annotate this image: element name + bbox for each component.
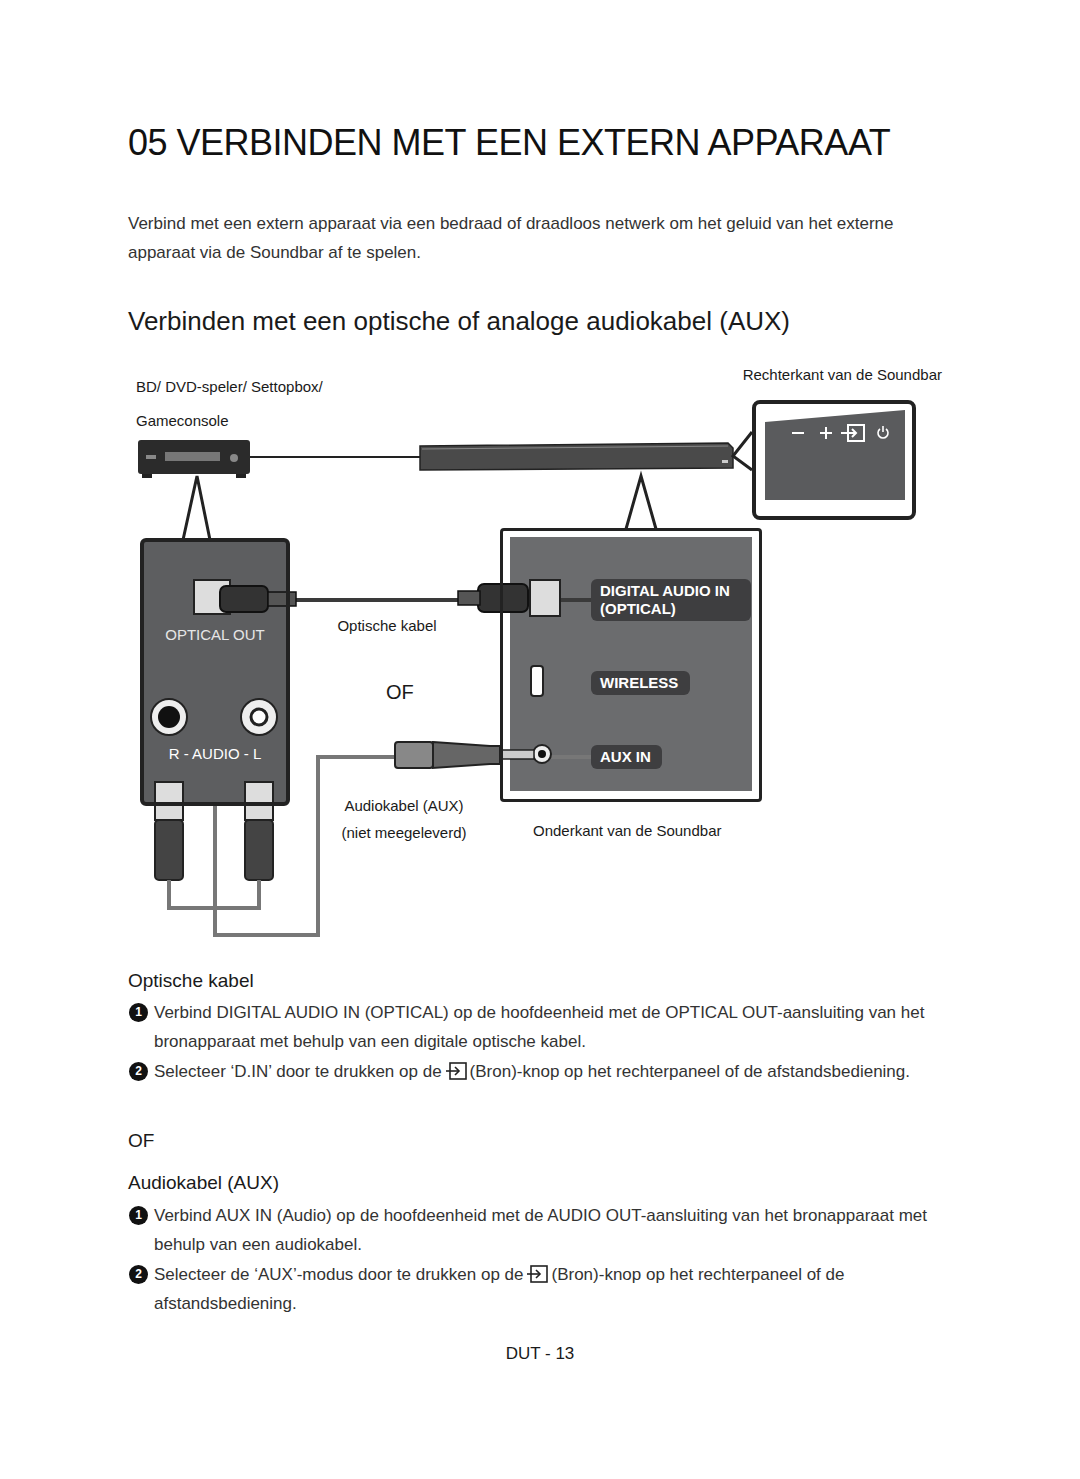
text: Optische kabel bbox=[128, 970, 254, 991]
aux-plug bbox=[433, 742, 500, 768]
text: BD/ DVD-speler/ Settopbox/ Gameconsole bbox=[136, 378, 323, 429]
link-line bbox=[250, 456, 420, 458]
device-label: BD/ DVD-speler/ Settopbox/ Gameconsole bbox=[136, 370, 356, 438]
rca-jack bbox=[241, 699, 277, 735]
minus-button bbox=[792, 432, 804, 434]
disc-tray bbox=[165, 452, 220, 461]
port-name: AUX IN bbox=[600, 748, 653, 766]
cable-label: Optische kabel bbox=[322, 614, 452, 638]
text: Verbind DIGITAL AUDIO IN (OPTICAL) op de… bbox=[154, 1003, 924, 1051]
panel-box: Onderkant van de SoundbarDIGITAL AUDIO I… bbox=[500, 528, 762, 802]
text: DUT - 13 bbox=[506, 1344, 575, 1363]
panel-label: Onderkant van de Soundbar bbox=[533, 822, 721, 839]
step-text: Verbind DIGITAL AUDIO IN (OPTICAL) op de… bbox=[154, 998, 954, 1056]
optical-plug bbox=[478, 584, 528, 612]
optical-plug bbox=[220, 586, 268, 612]
text: (Bron)-knop op het rechterpaneel of de a… bbox=[470, 1062, 910, 1081]
aux-jack bbox=[538, 750, 546, 758]
source-icon bbox=[523, 1265, 551, 1284]
rca-jack bbox=[151, 699, 187, 735]
rca-plug bbox=[155, 782, 183, 820]
or-label: OF bbox=[128, 1128, 188, 1154]
text: Verbind AUX IN (Audio) op de hoofdeenhei… bbox=[154, 1206, 927, 1254]
soundbar bbox=[420, 443, 733, 470]
cable-connector bbox=[215, 757, 591, 935]
port-label: WIRELESS bbox=[591, 671, 690, 695]
device-knob bbox=[230, 454, 238, 462]
or-label: OF bbox=[386, 680, 416, 704]
optical-plug bbox=[268, 592, 296, 606]
panel-label: Rechterkant van de Soundbar bbox=[743, 366, 942, 383]
step-text: Selecteer de ‘AUX’-modus door te drukken… bbox=[154, 1260, 954, 1318]
step-text: Verbind AUX IN (Audio) op de hoofdeenhei… bbox=[154, 1201, 954, 1259]
source-icon bbox=[526, 1265, 548, 1283]
intro-text: Verbind met een extern apparaat via een … bbox=[128, 209, 958, 267]
text: Selecteer ‘D.IN’ door te drukken op de bbox=[154, 1062, 442, 1081]
port-name: DIGITAL AUDIO IN (OPTICAL) bbox=[600, 582, 740, 618]
text: Verbind met een extern apparaat via een … bbox=[128, 214, 894, 262]
rca-plug bbox=[155, 820, 183, 880]
panel-fill bbox=[510, 537, 752, 791]
callout-pointer bbox=[733, 432, 752, 470]
panel-box: R - AUDIO - L OPTICAL OUT bbox=[140, 538, 290, 806]
panel-fill bbox=[765, 410, 905, 500]
callout-number: 1 bbox=[129, 1206, 148, 1225]
text: Selecteer de ‘AUX’-modus door te drukken… bbox=[154, 1265, 523, 1284]
port-label: AUX IN bbox=[591, 745, 662, 769]
aux-plug bbox=[395, 742, 433, 768]
source-button bbox=[852, 429, 856, 437]
callout-pointer bbox=[183, 476, 210, 540]
rca-plug bbox=[245, 782, 273, 820]
panel-label: OPTICAL OUT bbox=[144, 626, 286, 643]
rca-jack bbox=[158, 706, 180, 728]
source-icon bbox=[445, 1062, 467, 1080]
callout-number: 1 bbox=[129, 1003, 148, 1022]
port-name: WIRELESS bbox=[600, 674, 681, 692]
page-number: DUT - 13 bbox=[490, 1342, 590, 1366]
rca-plug bbox=[245, 820, 273, 880]
optical-port bbox=[530, 580, 560, 616]
device-button bbox=[146, 455, 156, 459]
cable bbox=[169, 880, 259, 908]
power-button bbox=[882, 426, 884, 432]
panel-box: Rechterkant van de Soundbar bbox=[752, 400, 916, 520]
text: OF bbox=[386, 681, 414, 703]
source-button bbox=[841, 432, 856, 434]
player-device bbox=[138, 440, 250, 474]
callout-pointer bbox=[626, 476, 656, 529]
source-icon bbox=[442, 1062, 470, 1081]
panel-fill bbox=[142, 540, 288, 804]
callout-number: 2 bbox=[129, 1062, 148, 1081]
device-foot bbox=[142, 474, 152, 478]
callout-number: 2 bbox=[129, 1265, 148, 1284]
step-text: Selecteer ‘D.IN’ door te drukken op de (B… bbox=[154, 1057, 954, 1086]
sub-heading: Audiokabel (AUX) bbox=[128, 1170, 528, 1196]
page-title: 05 VERBINDEN MET EEN EXTERN APPARAAT bbox=[128, 122, 890, 164]
plus-button bbox=[825, 427, 827, 439]
device-foot bbox=[236, 474, 246, 478]
panel-label: R - AUDIO - L bbox=[144, 745, 286, 762]
section-heading: Verbinden met een optische of analoge au… bbox=[128, 305, 1028, 337]
text: OF bbox=[128, 1130, 154, 1151]
soundbar-led bbox=[722, 460, 728, 463]
aux-plug bbox=[500, 750, 534, 759]
rca-jack bbox=[251, 709, 267, 725]
optical-plug bbox=[458, 591, 480, 605]
port-label: DIGITAL AUDIO IN (OPTICAL) bbox=[591, 579, 751, 621]
sub-heading: Optische kabel bbox=[128, 968, 528, 994]
text: Audiokabel (AUX) bbox=[128, 1172, 279, 1193]
cable-label: Audiokabel (AUX) (niet meegeleverd) bbox=[330, 792, 478, 846]
text: Verbinden met een optische of analoge au… bbox=[128, 306, 790, 336]
wireless-slot bbox=[531, 666, 543, 696]
aux-jack bbox=[533, 745, 551, 763]
soundbar-edge bbox=[422, 446, 728, 449]
